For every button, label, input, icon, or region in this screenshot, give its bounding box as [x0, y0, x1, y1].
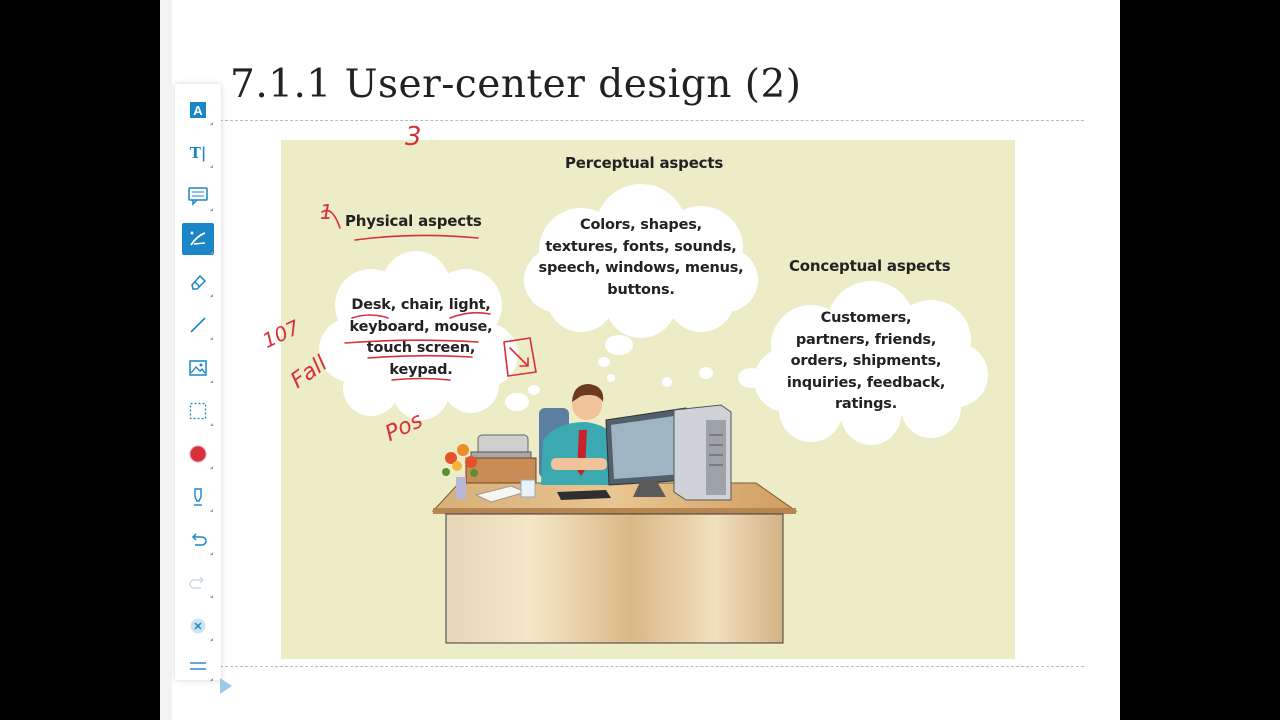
comment-icon[interactable] — [182, 180, 214, 212]
line-icon[interactable] — [182, 309, 214, 341]
person-illustration — [541, 384, 619, 485]
conceptual-line-3: orders, shipments, — [790, 353, 942, 369]
physical-cloud — [319, 251, 518, 420]
perceptual-cloud — [524, 184, 758, 338]
undo-icon[interactable] — [182, 524, 214, 556]
text-tool-icon[interactable]: T| — [182, 137, 214, 169]
perceptual-aspects-text: Colors, shapes, textures, fonts, sounds,… — [531, 215, 751, 301]
bottom-divider — [220, 666, 1084, 667]
conceptual-line-5: ratings. — [834, 396, 898, 412]
image-icon[interactable] — [182, 352, 214, 384]
pen-icon[interactable] — [182, 223, 214, 255]
perceptual-line-4: buttons. — [607, 281, 675, 298]
conceptual-line-4: inquiries, feedback, — [786, 374, 946, 391]
menu-icon[interactable] — [182, 650, 214, 682]
select-icon[interactable] — [182, 395, 214, 427]
title-divider — [220, 120, 1084, 121]
ink-number-1: 1 — [320, 200, 333, 224]
physical-line-2: keyboard, mouse, — [349, 318, 493, 335]
text-style-icon[interactable]: A — [182, 94, 214, 126]
page-edge — [160, 0, 172, 720]
physical-line-3: touch screen, — [366, 340, 476, 356]
computer-tower-illustration — [673, 404, 732, 501]
perceptual-line-3: speech, windows, menus, — [538, 260, 744, 276]
conceptual-aspects-text: Customers, partners, friends, orders, sh… — [771, 308, 961, 416]
redo-icon[interactable] — [182, 567, 214, 599]
eraser-icon[interactable] — [182, 266, 214, 298]
slide-title: 7.1.1 User-center design (2) — [230, 62, 802, 107]
expand-panel-icon[interactable] — [218, 676, 234, 701]
monitor-illustration — [605, 407, 690, 497]
conceptual-cloud — [754, 281, 988, 445]
physical-aspects-text: Desk, chair, light, keyboard, mouse, tou… — [331, 295, 511, 381]
flowers — [442, 444, 478, 499]
annotation-toolbar: A T| — [175, 84, 221, 682]
conceptual-line-2: partners, friends, — [795, 331, 937, 348]
physical-line-4: keypad. — [389, 361, 453, 378]
color-icon[interactable] — [182, 438, 214, 470]
svg-text:A: A — [193, 103, 203, 118]
thought-bubbles — [505, 335, 764, 411]
physical-line-1: Desk, chair, light, — [351, 297, 491, 313]
perceptual-line-1: Colors, shapes, — [580, 217, 702, 233]
highlighter-icon[interactable] — [182, 481, 214, 513]
ink-number-3: 3 — [405, 122, 422, 152]
perceptual-aspects-label: Perceptual aspects — [565, 154, 724, 172]
physical-aspects-label: Physical aspects — [345, 212, 482, 230]
perceptual-line-2: textures, fonts, sounds, — [545, 238, 737, 255]
conceptual-aspects-label: Conceptual aspects — [789, 257, 951, 275]
figure-artwork — [319, 184, 988, 644]
user-centered-design-figure: Perceptual aspects Colors, shapes, textu… — [281, 140, 1015, 659]
conceptual-line-1: Customers, — [820, 310, 912, 326]
clear-icon[interactable] — [182, 610, 214, 642]
